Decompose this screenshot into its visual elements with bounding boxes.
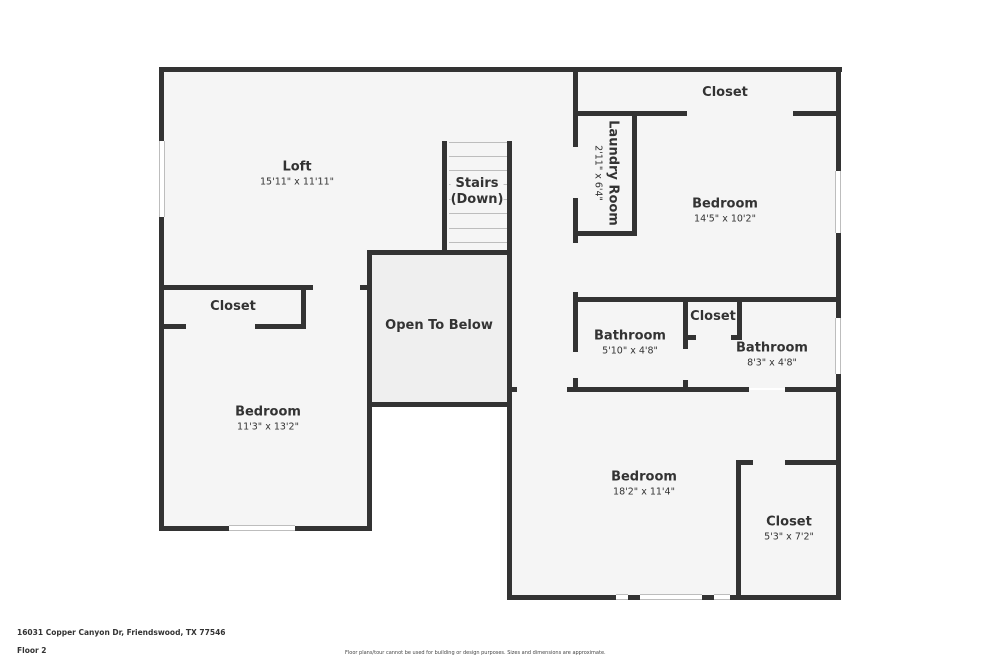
room-name: Closet (766, 514, 812, 530)
room-dimensions: 5'10" x 4'8" (602, 345, 658, 357)
wall-loft-bottom (159, 285, 313, 290)
wall-closet-left-right (301, 285, 306, 329)
room-name: Closet (690, 309, 736, 324)
wall-laundry-right (632, 111, 637, 236)
label-stairs: Stairs (Down) (450, 176, 504, 208)
floor-label: Floor 2 (17, 646, 47, 655)
label-bedroom-w: Bedroom 11'3" x 13'2" (235, 405, 301, 434)
wall-closet-se-left (736, 460, 741, 600)
stair-tread (449, 242, 507, 243)
room-bathroom-2 (686, 300, 838, 388)
wall-hall-right-c (573, 292, 578, 352)
label-loft: Loft 15'11" x 11'11" (260, 160, 334, 189)
room-dimensions: 11'3" x 13'2" (237, 421, 299, 433)
wall-closet-small-bottom-a (683, 335, 696, 340)
window-loft-west (159, 141, 165, 217)
room-bathroom-1 (576, 300, 686, 388)
window-bedroom-ne-east (835, 171, 841, 233)
stair-tread (449, 156, 507, 157)
wall-bath-divider-b (683, 380, 688, 392)
wall-laundry-bottom (573, 231, 637, 236)
room-dimensions: 18'2" x 11'4" (613, 486, 675, 498)
window-bedroom-w-south (229, 525, 295, 531)
wall-bedroom-ne-bottom (573, 297, 841, 302)
wall-closet-se-top-b (785, 460, 841, 465)
window-bedroom-se-south-b (640, 594, 702, 600)
label-open-to-below: Open To Below (385, 318, 493, 334)
room-dimensions: 15'11" x 11'11" (260, 176, 334, 188)
room-dimensions: 2'11" x 6'4" (592, 145, 604, 201)
window-bedroom-se-south-a (616, 594, 628, 600)
wall-stairs-left (442, 141, 447, 253)
room-name: Bedroom (235, 404, 301, 420)
room-closet-top-right (576, 72, 838, 114)
room-name: Stairs (455, 176, 499, 191)
stair-tread (449, 213, 507, 214)
room-hall (510, 72, 576, 390)
room-bedroom-se (510, 390, 838, 598)
wall-stairs-right (507, 141, 512, 253)
label-closet-top-right: Closet (702, 85, 748, 101)
stair-tread (449, 170, 507, 171)
label-bathroom-2: Bathroom 8'3" x 4'8" (736, 341, 808, 370)
wall-closet-small-right (737, 297, 742, 339)
room-subtitle: (Down) (450, 192, 504, 207)
wall-bedroom-w-right (367, 250, 372, 531)
wall-left (159, 67, 164, 531)
wall-closet-top-bottom-a (573, 111, 687, 116)
room-name: Loft (282, 159, 312, 175)
property-address: 16031 Copper Canyon Dr, Friendswood, TX … (17, 628, 226, 637)
wall-closet-se-top-a (736, 460, 753, 465)
window-bedroom-se-south-c (714, 594, 730, 600)
room-name: Bedroom (692, 196, 758, 212)
stair-tread (449, 228, 507, 229)
label-closet-small: Closet (690, 309, 736, 325)
wall-bath-bottom-a (507, 387, 517, 392)
disclaimer: Floor plans/tour cannot be used for buil… (345, 650, 606, 656)
room-dimensions: 14'5" x 10'2" (694, 213, 756, 225)
room-name: Closet (702, 85, 748, 100)
wall-bath-bottom-c (785, 387, 841, 392)
room-name: Laundry Room (605, 120, 621, 226)
room-dimensions: 5'3" x 7'2" (764, 531, 814, 543)
label-laundry: Laundry Room 2'11" x 6'4" (592, 120, 621, 226)
wall-open-top (367, 250, 512, 255)
room-name: Bathroom (594, 328, 666, 344)
wall-bath-bottom-b (567, 387, 749, 392)
label-bedroom-ne: Bedroom 14'5" x 10'2" (692, 197, 758, 226)
wall-closet-left-bottom-b (255, 324, 306, 329)
room-bedroom-ne (576, 114, 838, 300)
label-bathroom-1: Bathroom 5'10" x 4'8" (594, 329, 666, 358)
wall-open-bottom (367, 402, 512, 407)
label-bedroom-se: Bedroom 18'2" x 11'4" (611, 470, 677, 499)
wall-bath-divider-a (683, 297, 688, 349)
wall-bedroom-se-left (507, 250, 512, 600)
wall-closet-top-bottom-b (793, 111, 841, 116)
wall-top (159, 67, 842, 72)
stair-tread (449, 142, 507, 143)
wall-hall-right-b (573, 198, 578, 243)
room-name: Bedroom (611, 469, 677, 485)
wall-hall-right-d (573, 378, 578, 392)
window-bathroom-2-east (835, 318, 841, 374)
room-name: Open To Below (385, 318, 493, 333)
wall-hall-right-a (573, 67, 578, 147)
room-dimensions: 8'3" x 4'8" (747, 357, 797, 369)
label-closet-left: Closet (210, 299, 256, 315)
room-name: Bathroom (736, 340, 808, 356)
label-closet-se: Closet 5'3" x 7'2" (764, 515, 814, 544)
wall-loft-bottom-stub (360, 285, 372, 290)
room-open-to-below (369, 252, 509, 404)
wall-closet-left-bottom-a (159, 324, 186, 329)
room-name: Closet (210, 299, 256, 314)
wall-closet-small-bottom-b (731, 335, 742, 340)
